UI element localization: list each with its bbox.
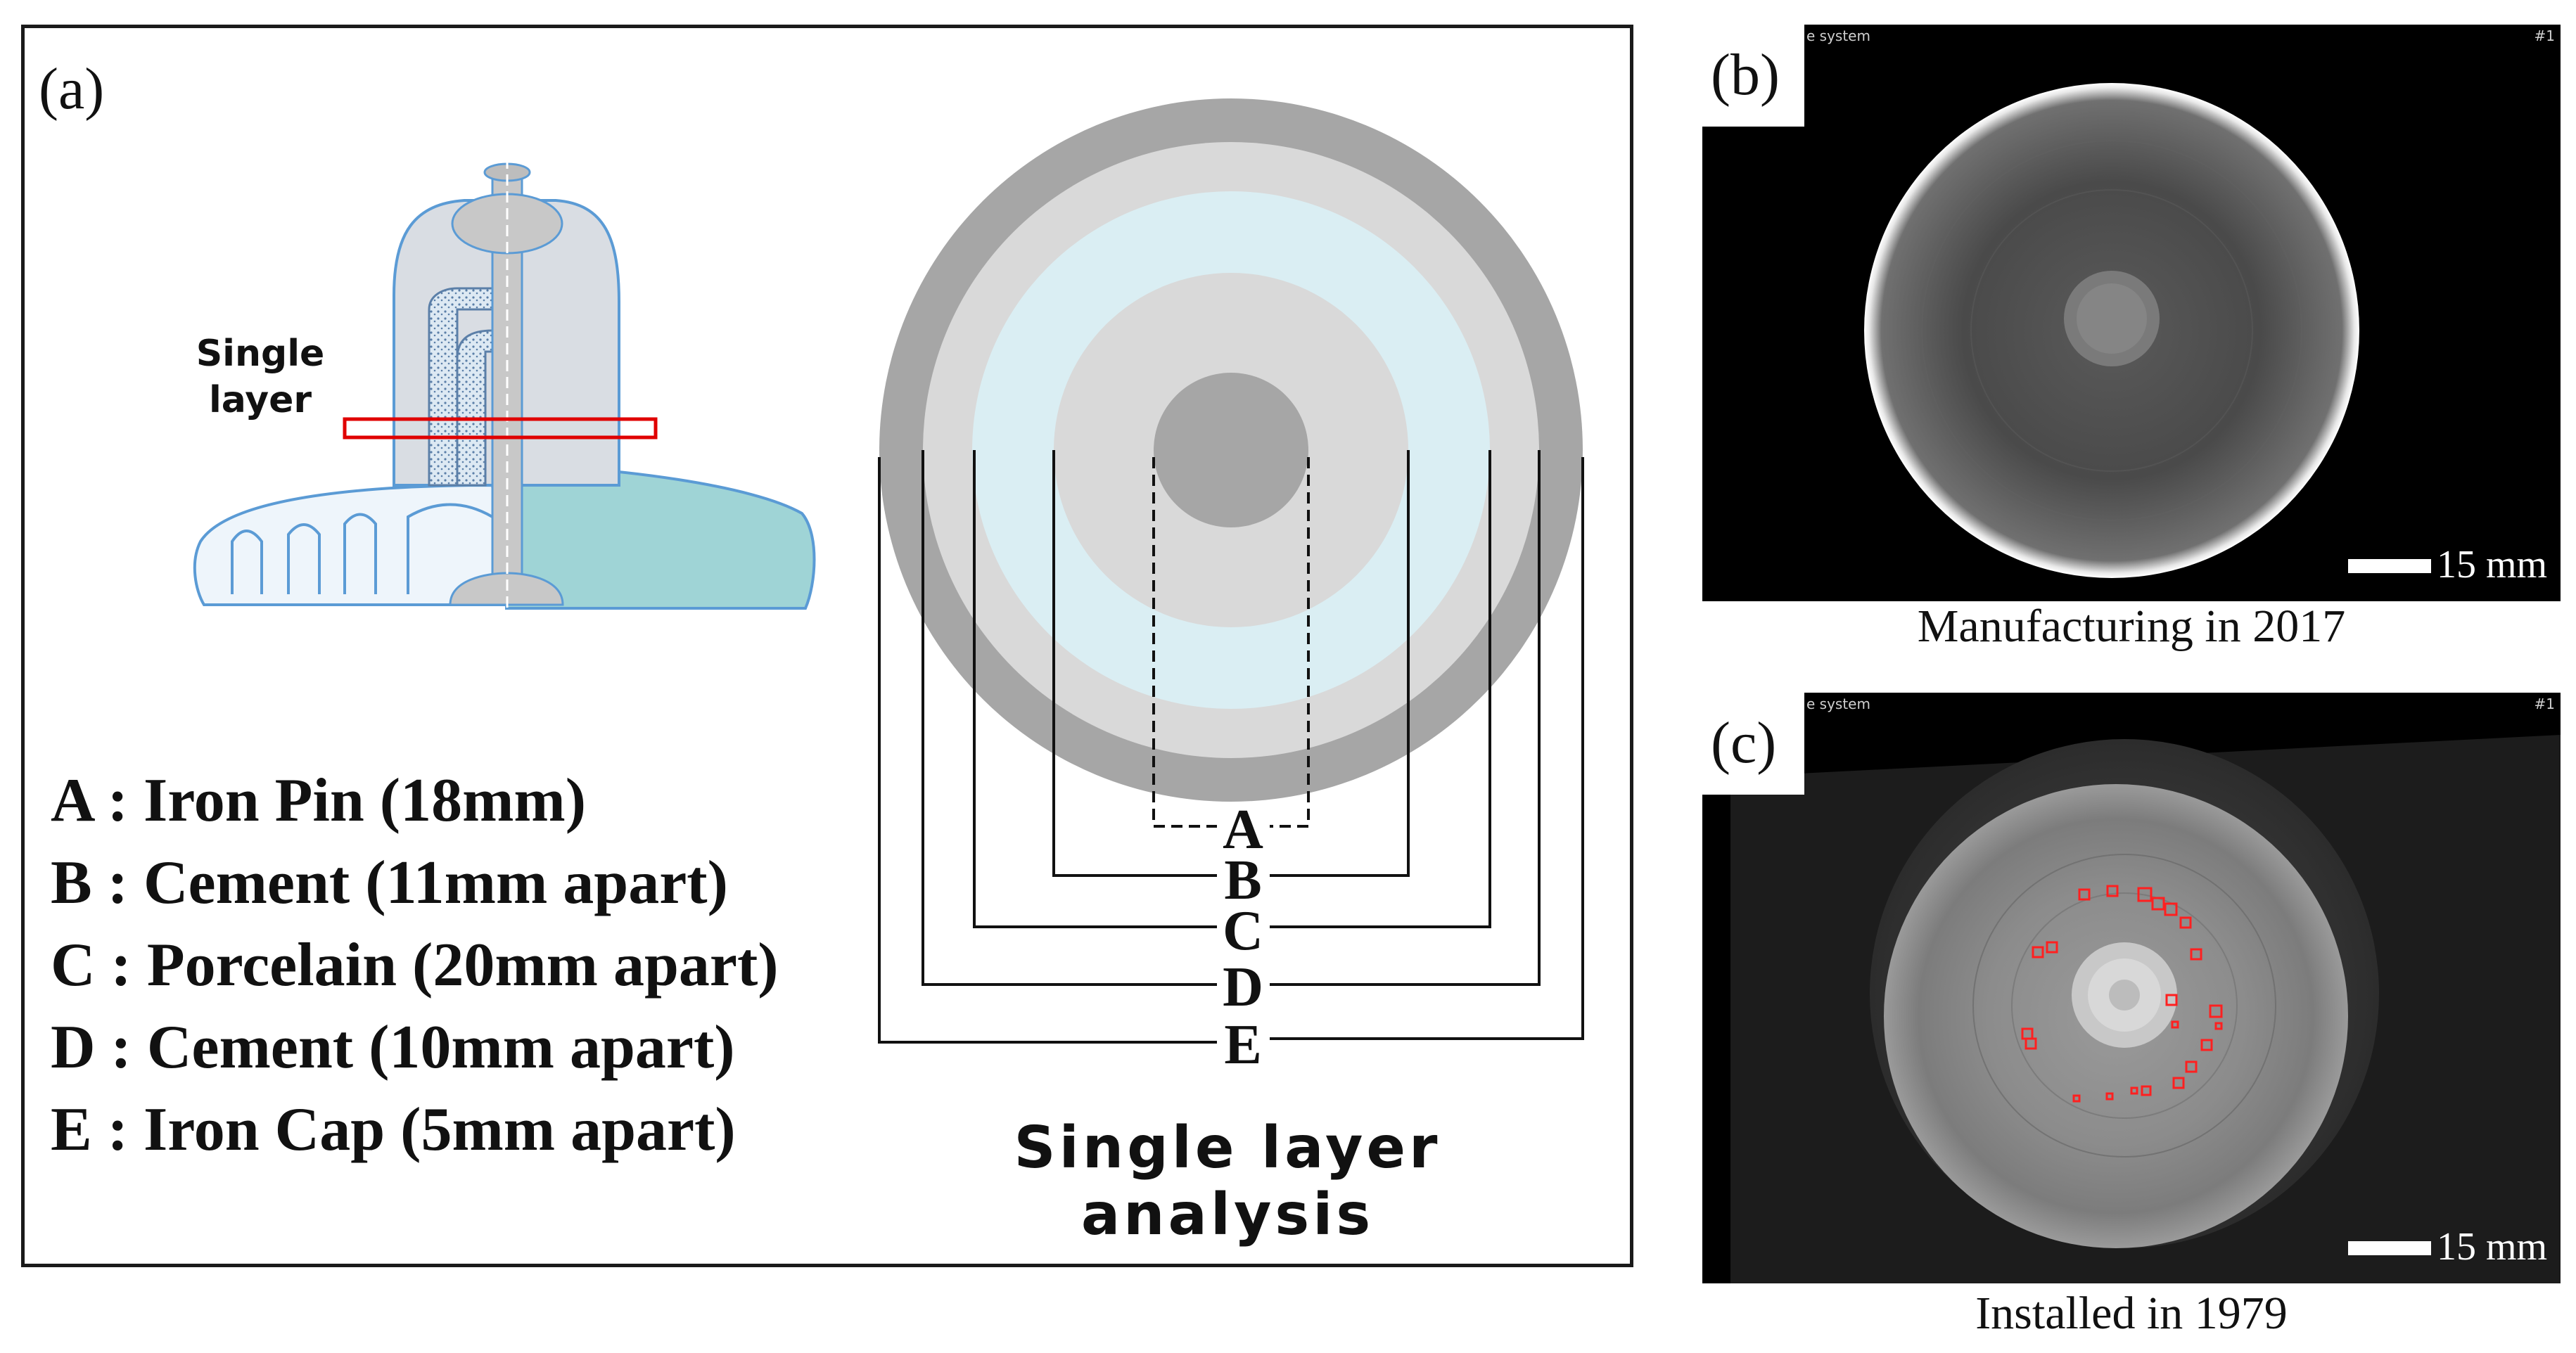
layer-rings	[879, 98, 1583, 802]
panel-a-label: (a)	[39, 56, 105, 122]
scale-bar-label: 15 mm	[2437, 1225, 2548, 1269]
skirt-rib	[287, 523, 321, 594]
skirt-rib	[231, 530, 263, 594]
scale-bar-label: 15 mm	[2437, 543, 2548, 586]
legend-item-e: E : Iron Cap (5mm apart)	[51, 1096, 736, 1164]
ring-letter-a: A	[1223, 799, 1263, 861]
panel-c-label-box	[1702, 693, 1804, 795]
ring-letter-b: B	[1224, 849, 1262, 911]
ct-corner-text-right: #1	[2534, 695, 2555, 712]
layer-legend: A : Iron Pin (18mm) B : Cement (11mm apa…	[51, 759, 779, 1171]
ct-image-2017: (b) e system #1 15 mm	[1702, 25, 2561, 601]
skirt-rib	[407, 503, 494, 594]
legend-item-b: B : Cement (11mm apart)	[51, 849, 728, 917]
ring-letter-c: C	[1223, 900, 1263, 962]
caption-1979: Installed in 1979	[1975, 1288, 2288, 1339]
ct-corner-text-left: e system	[1806, 27, 1870, 44]
ring-letter-d: D	[1223, 956, 1263, 1018]
single-layer-label: Single layer	[196, 333, 325, 421]
skirt-left	[193, 483, 509, 606]
ct-corner-text-right: #1	[2534, 27, 2555, 44]
caption-2017: Manufacturing in 2017	[1917, 601, 2346, 652]
legend-item-d: D : Cement (10mm apart)	[51, 1013, 735, 1082]
panel-c-label: (c)	[1711, 710, 1777, 776]
ct-scan-2017	[1864, 83, 2359, 578]
ring-letter-e: E	[1224, 1014, 1262, 1076]
ct-scan-1979	[1730, 735, 2561, 1283]
ct-image-1979: (c) e system #1 15 mm	[1702, 693, 2561, 1283]
panel-b-label-box	[1702, 25, 1804, 127]
scale-bar	[2348, 1241, 2431, 1255]
scale-bar	[2348, 559, 2431, 573]
legend-item-a: A : Iron Pin (18mm)	[51, 767, 587, 835]
defect-markers	[2021, 885, 2223, 1103]
legend-item-c: C : Porcelain (20mm apart)	[51, 931, 779, 999]
single-layer-highlight	[343, 417, 658, 440]
panel-b-label: (b)	[1711, 42, 1780, 108]
ct-corner-text-left: e system	[1806, 695, 1870, 712]
single-layer-analysis-title: Single layer analysis	[1014, 1115, 1441, 1248]
ring-iron-pin	[1154, 373, 1308, 527]
skirt-rib	[343, 513, 377, 594]
insulator-cross-section	[193, 141, 816, 619]
